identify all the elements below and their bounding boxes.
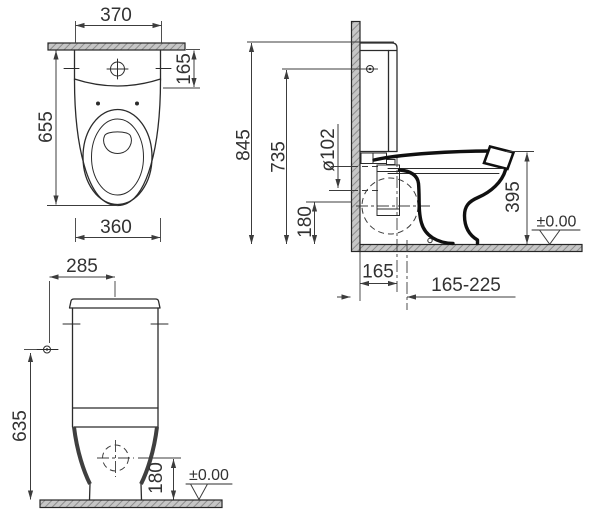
floor-section-side	[359, 243, 583, 253]
seat-ring-inner	[91, 118, 144, 196]
bowl-back-profile	[397, 168, 455, 246]
bowl-taper-edge	[72, 426, 92, 485]
wall-section-side	[350, 20, 361, 253]
seat-hinge-hole	[96, 101, 100, 106]
water-spot	[103, 131, 132, 154]
dim-label-outlet-height-side: 180	[295, 206, 316, 238]
dim-label-total-height: 845	[234, 129, 255, 161]
tank-front-curve	[73, 78, 162, 87]
seat-ring-outer	[82, 108, 153, 206]
front-view: 285 635 180 ±0.00	[10, 256, 233, 509]
floor-section-front	[39, 499, 223, 509]
fixing-screw-center	[368, 67, 372, 71]
bowl-outline	[73, 79, 162, 207]
datum-triangle-icon-side	[538, 229, 561, 246]
datum-label-side: ±0.00	[537, 214, 577, 231]
dim-label-outlet-offset: 165	[362, 262, 394, 283]
dim-label-bowl-width: 360	[100, 217, 132, 238]
dim-label-outlet-diameter: ø102	[318, 128, 339, 171]
dim-label-lid-width: 370	[100, 5, 132, 26]
seat-front-bumper	[482, 144, 516, 171]
pedestal-edge	[88, 483, 91, 501]
pedestal-edge	[140, 483, 143, 501]
dim-label-total-depth: 655	[36, 111, 57, 143]
dim-label-fixing-height: 635	[10, 410, 31, 442]
dim-label-rim-height: 395	[503, 181, 524, 213]
dim-label-tank-height: 735	[269, 141, 290, 173]
outlet-connector	[376, 164, 400, 216]
cistern-lid-front	[68, 298, 161, 309]
outlet-connector-clip	[386, 159, 396, 165]
seat-profile	[372, 149, 493, 162]
bowl-front-profile	[462, 168, 508, 246]
seat-hinge-hole	[135, 101, 139, 106]
top-view: 370 655 165 360	[36, 5, 200, 242]
seat-hinge-block	[360, 152, 374, 164]
dim-label-outlet-range: 165-225	[431, 275, 501, 296]
bowl-taper-edge	[139, 426, 159, 485]
cistern-outline	[359, 42, 398, 153]
datum-triangle-icon-front	[189, 483, 209, 501]
dim-label-outlet-height-front: 180	[146, 462, 167, 494]
fixing-screw-icon	[366, 65, 374, 73]
wall-section-top	[47, 42, 186, 51]
side-view: 845 735 ø102 180 395 ±0.00	[234, 20, 583, 310]
dim-label-tank-depth: 165	[174, 53, 195, 85]
dim-label-fixing-offset: 285	[66, 256, 98, 277]
datum-label-front: ±0.00	[189, 467, 229, 484]
drain-hole	[427, 237, 433, 244]
